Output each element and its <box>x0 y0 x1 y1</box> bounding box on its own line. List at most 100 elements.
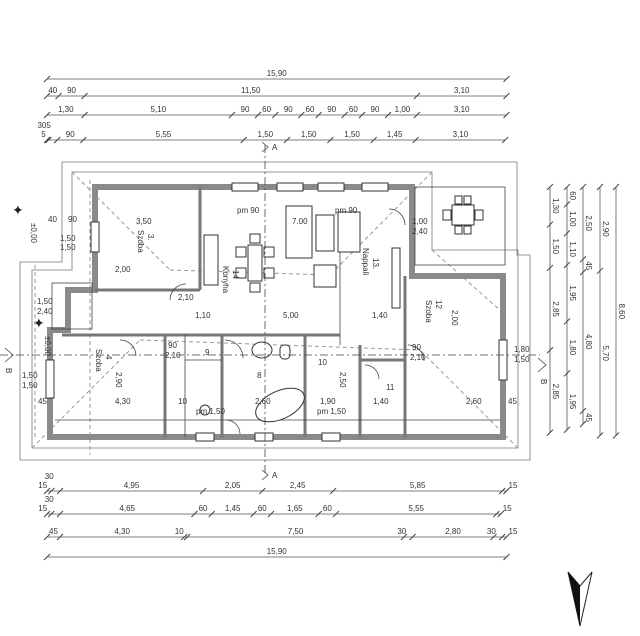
room-label-konyha: 14 Konyha <box>221 266 240 294</box>
dimension-tick <box>503 533 510 541</box>
svg-text:pm 90: pm 90 <box>335 206 358 215</box>
dimension-label: 90 <box>241 105 250 114</box>
svg-text:3,50: 3,50 <box>136 217 152 226</box>
svg-text:45: 45 <box>38 397 47 406</box>
dimension-tick <box>409 533 416 541</box>
dimension-label: 90 <box>66 130 75 139</box>
dimension-tick <box>43 510 51 518</box>
dimension-tick <box>498 487 506 495</box>
svg-text:2,60: 2,60 <box>255 397 271 406</box>
dimension-label: 1,50 <box>551 238 560 254</box>
svg-text:Szoba: Szoba <box>94 349 103 372</box>
dimension-tick <box>327 136 334 144</box>
svg-text:Szoba: Szoba <box>424 300 433 323</box>
dimension-tick <box>254 111 262 119</box>
svg-text:B: B <box>539 379 548 384</box>
dimension-label: 15,90 <box>267 547 288 556</box>
dimension-label: 3,10 <box>453 130 469 139</box>
dimension-tick <box>81 92 88 100</box>
svg-text:B: B <box>4 368 13 373</box>
windows <box>45 182 508 442</box>
dimension-tick <box>612 183 620 191</box>
svg-text:1,50: 1,50 <box>22 371 38 380</box>
dimension-tick <box>497 510 505 518</box>
svg-text:±0,00: ±0,00 <box>29 223 38 244</box>
dimension-tick <box>563 426 571 434</box>
dimension-label: 8,60 <box>617 303 626 319</box>
svg-text:✦: ✦ <box>33 315 45 331</box>
svg-text:1,10: 1,10 <box>195 311 211 320</box>
svg-text:1,80: 1,80 <box>514 345 530 354</box>
svg-text:2,40: 2,40 <box>37 307 53 316</box>
room-label-nappali: 13. Nappali <box>361 248 380 275</box>
dimension-label: 15,90 <box>267 69 288 78</box>
dimension-tick <box>199 487 207 495</box>
dimension-label: 30 <box>45 495 54 504</box>
dimension-tick <box>563 200 571 208</box>
dimension-label: 1,10 <box>568 241 577 257</box>
dimension-label: 90 <box>67 86 76 95</box>
dimension-tick <box>384 111 392 119</box>
dimension-label: 2,90 <box>601 221 610 237</box>
svg-text:±0,00: ±0,00 <box>43 336 52 357</box>
dimension-label: 60 <box>199 504 208 513</box>
svg-text:10: 10 <box>178 397 187 406</box>
dimension-tick <box>43 533 51 541</box>
svg-text:1,50: 1,50 <box>37 297 53 306</box>
dimension-label: 60 <box>349 105 358 114</box>
dimension-label: 5,55 <box>156 130 172 139</box>
dimension-label: 15 <box>509 481 518 490</box>
level-marker-bottom: ✦ ±0,00 <box>33 315 52 357</box>
dimension-tick <box>503 553 510 561</box>
dimension-tick <box>579 407 587 415</box>
dimension-label: 60 <box>568 191 577 200</box>
dimension-tick <box>228 111 236 119</box>
room-label-10: 10 <box>318 358 327 367</box>
dimension-label: 15 <box>503 504 512 513</box>
dimension-label: 5 <box>41 130 46 139</box>
dimension-label: 4,30 <box>114 527 130 536</box>
dimension-label: 2,85 <box>551 384 560 400</box>
dimension-label: 2,80 <box>445 527 461 536</box>
dimension-tick <box>413 92 421 100</box>
dimension-tick <box>503 487 510 495</box>
dimension-tick <box>271 111 279 119</box>
dimension-tick <box>283 136 291 144</box>
dimension-tick <box>56 510 64 518</box>
svg-text:2,00: 2,00 <box>450 310 459 326</box>
svg-text:1,40: 1,40 <box>373 397 389 406</box>
dimension-label: 45 <box>584 413 593 422</box>
dimension-tick <box>579 255 587 263</box>
dimension-tick <box>412 136 419 144</box>
svg-text:1,50: 1,50 <box>22 381 38 390</box>
dimension-tick <box>43 487 51 495</box>
dimension-tick <box>503 92 510 100</box>
dimension-label: 30 <box>487 527 496 536</box>
dimension-tick <box>45 136 52 144</box>
dimension-tick <box>546 221 554 228</box>
room-label-8: 8 <box>257 371 262 380</box>
dimension-tick <box>43 92 51 100</box>
svg-text:2,50: 2,50 <box>338 372 347 388</box>
dimension-label: 1,95 <box>568 394 577 410</box>
dimension-tick <box>191 510 198 518</box>
dimension-tick <box>43 553 51 561</box>
dimension-tick <box>79 136 87 144</box>
dimension-label: 40 <box>48 86 57 95</box>
dimension-label: 60 <box>323 504 332 513</box>
svg-text:12: 12 <box>434 300 443 309</box>
dimension-tick <box>358 111 366 119</box>
dimension-tick <box>596 183 604 191</box>
svg-text:Szoba: Szoba <box>136 230 145 253</box>
svg-text:90: 90 <box>68 215 77 224</box>
dimension-tick <box>43 111 51 119</box>
room-label-11: 11 <box>386 383 395 392</box>
svg-text:4: 4 <box>104 355 113 360</box>
dimension-label: 4,80 <box>584 334 593 350</box>
dimension-tick <box>563 261 571 269</box>
svg-text:1,00: 1,00 <box>412 217 428 226</box>
svg-text:A: A <box>272 143 278 152</box>
dimension-label: 5,85 <box>410 481 426 490</box>
dimension-tick <box>315 510 323 518</box>
